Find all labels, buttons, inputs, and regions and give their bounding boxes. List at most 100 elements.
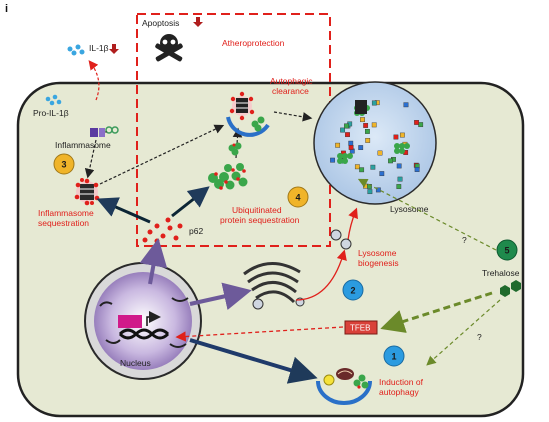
lysosome-particle <box>358 145 364 151</box>
svg-text:1: 1 <box>391 352 396 362</box>
lysosome-cargo <box>342 153 348 159</box>
p62-to-inflammasome-arrow <box>96 197 151 224</box>
lysosome-label: Lysosome <box>390 204 429 214</box>
ubiquitinated-line2: protein sequestration <box>220 215 300 225</box>
svg-text:2: 2 <box>350 286 355 296</box>
atheroprotection-label: Atheroprotection <box>222 38 285 48</box>
p62-to-ubiquitinated-arrow <box>171 186 210 218</box>
nucleus-to-golgi-arrow <box>189 282 252 311</box>
lysosome-particle <box>418 122 424 128</box>
lysosome-icon <box>313 81 437 205</box>
lysosome-particle <box>367 189 373 195</box>
step-5-badge: 5 <box>496 239 518 261</box>
lysosome-particle <box>388 158 393 164</box>
lysosome-cargo <box>404 143 410 149</box>
autophagosome-icon <box>226 91 270 137</box>
lysosome-particle <box>371 122 377 128</box>
nucleus-label: Nucleus <box>120 358 151 368</box>
lysosome-particle <box>379 171 385 177</box>
lysosome-particle <box>348 140 354 146</box>
il1b-molecules-icon <box>67 44 85 56</box>
lysosome-inflammasome-core <box>355 100 367 114</box>
inflammasome-label: Inflammasome <box>55 140 111 150</box>
down-arrow-icon <box>193 17 203 27</box>
svg-text:5: 5 <box>504 246 509 256</box>
ubiquitinated-label: Ubiquitinated protein sequestration <box>220 205 300 225</box>
induction-label: Induction of autophagy <box>379 377 425 397</box>
vesicle-icon <box>330 229 352 250</box>
lysosome-particle <box>360 117 365 123</box>
tfeb-box <box>344 320 378 335</box>
autophagic-clearance-line2: clearance <box>272 86 309 96</box>
lysosome-particle <box>359 167 365 173</box>
question-mark-lower: ? <box>477 332 482 342</box>
il1b-down-arrow-icon <box>109 44 119 54</box>
pro-il1b-label: Pro-IL-1β <box>33 108 69 118</box>
nucleus-icon <box>84 262 202 380</box>
inflammasome-to-autophagosome-arrow <box>99 124 225 185</box>
lysosome-particle <box>371 100 377 106</box>
inflammasome-cluster-icon <box>74 178 100 206</box>
lysosome-cargo <box>399 148 405 154</box>
lysosome-cargo <box>347 153 353 159</box>
biogenesis-to-lysosome-arrow <box>347 207 358 241</box>
lysosome-particle <box>397 176 403 182</box>
lysosome-cargo <box>394 148 400 154</box>
trehalose-label: Trehalose <box>482 268 520 278</box>
lysosome-cargo <box>337 153 343 159</box>
lysosome-particle <box>399 132 405 138</box>
lysosome-particle <box>377 150 383 156</box>
lysosome-cargo <box>337 158 343 164</box>
inflammasome-sequestration-label: Inflammasome sequestration <box>38 208 96 228</box>
apoptosis-label: Apoptosis <box>142 18 179 28</box>
step-3-badge: 3 <box>53 153 75 175</box>
lysosome-biogenesis-label: Lysosome biogenesis <box>358 248 399 268</box>
lysosome-particle <box>345 132 350 138</box>
autophagic-clearance-line1: Autophagic <box>270 76 313 86</box>
golgi-to-biogenesis-arrow <box>295 249 347 301</box>
lysosome-particle <box>354 164 360 170</box>
lysosome-cargo <box>342 158 348 164</box>
svg-text:4: 4 <box>295 193 300 203</box>
lysosome-particle <box>370 164 376 170</box>
lysosome-cargo <box>399 143 405 149</box>
lysosome-particle <box>340 127 345 133</box>
panel-letter: i <box>5 3 8 15</box>
autophagosome-forming-icon <box>316 368 372 405</box>
lysosome-particle <box>396 163 402 169</box>
il1b-label: IL-1β <box>89 43 109 53</box>
il1b-release-arrow <box>88 60 100 101</box>
lysosome-particle <box>414 167 420 172</box>
inflammasome-sequestration-line2: sequestration <box>38 218 89 228</box>
lysosome-biogenesis-line1: Lysosome <box>358 248 397 258</box>
induction-line2: autophagy <box>379 387 419 397</box>
lysosome-particle <box>396 184 402 189</box>
nucleus-to-autophagy-arrow <box>189 338 318 384</box>
inflammasome-receptor-icon <box>90 126 119 137</box>
lysosome-particle <box>393 134 399 140</box>
ubiquitinated-line1: Ubiquitinated <box>232 205 282 215</box>
ubiquitinated-protein-icon <box>208 163 248 190</box>
lysosome-particle <box>348 145 354 150</box>
lysosome-biogenesis-line2: biogenesis <box>358 258 399 268</box>
inflammasome-sequestration-line1: Inflammasome <box>38 208 94 218</box>
trehalose-molecule-icon <box>500 280 521 297</box>
lysosome-particle <box>344 123 349 129</box>
golgi-icon <box>243 262 305 307</box>
svg-text:3: 3 <box>61 160 66 170</box>
inflammasome-to-sequestration-arrow <box>84 139 97 179</box>
step-1-badge: 1 <box>383 345 405 367</box>
step-2-badge: 2 <box>342 279 364 301</box>
skull-icon <box>155 34 183 62</box>
trehalose-to-autophagy-arrow <box>426 299 501 366</box>
lysosome-particle <box>363 123 369 128</box>
ubiquitinated-small-icon <box>228 142 242 156</box>
lysosome-cargo <box>394 143 400 149</box>
question-mark-upper: ? <box>462 235 467 245</box>
lysosome-particle <box>403 102 409 108</box>
trehalose-to-tfeb-arrow <box>380 291 493 333</box>
step-4-badge: 4 <box>287 186 309 208</box>
nucleus-to-p62-arrow <box>139 238 168 285</box>
